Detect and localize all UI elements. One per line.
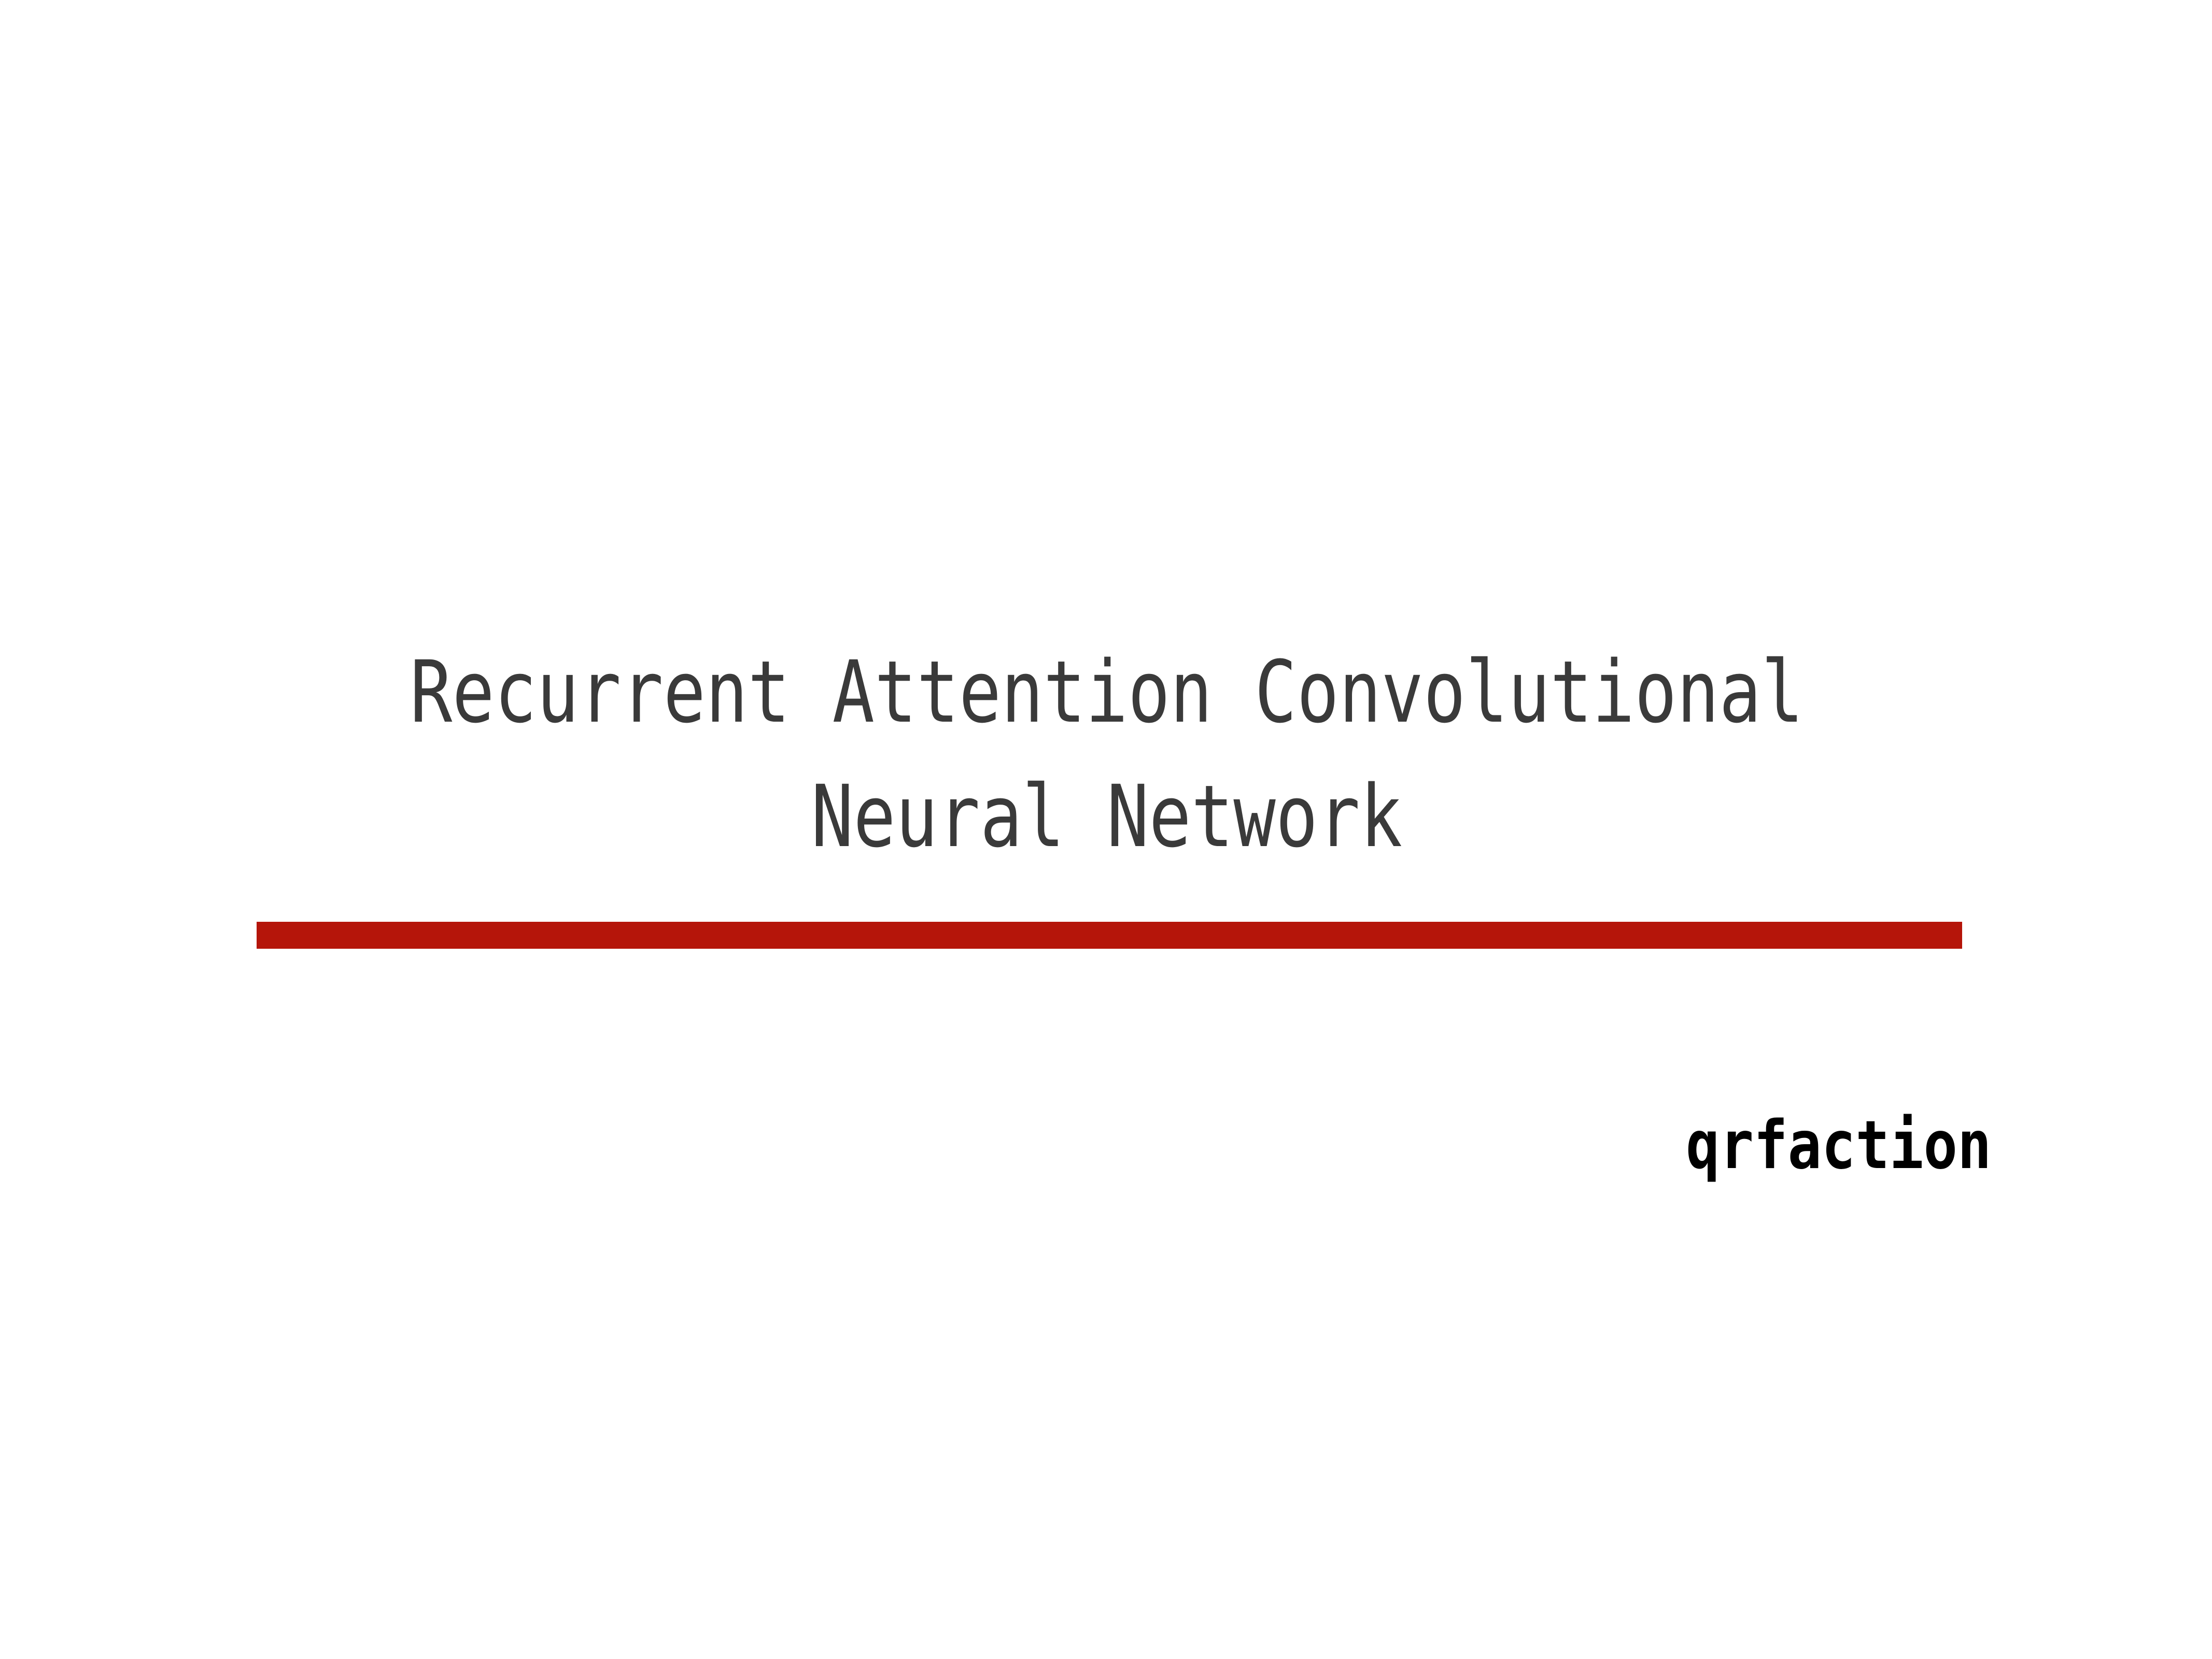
slide-title-line-1: Recurrent Attention Convolutional xyxy=(410,642,1804,742)
slide-title-line-2: Neural Network xyxy=(811,767,1403,866)
author-name: qrfaction xyxy=(1686,1107,1992,1184)
slide-title: Recurrent Attention Convolutional Neural… xyxy=(407,630,1806,879)
title-divider xyxy=(257,922,1962,949)
